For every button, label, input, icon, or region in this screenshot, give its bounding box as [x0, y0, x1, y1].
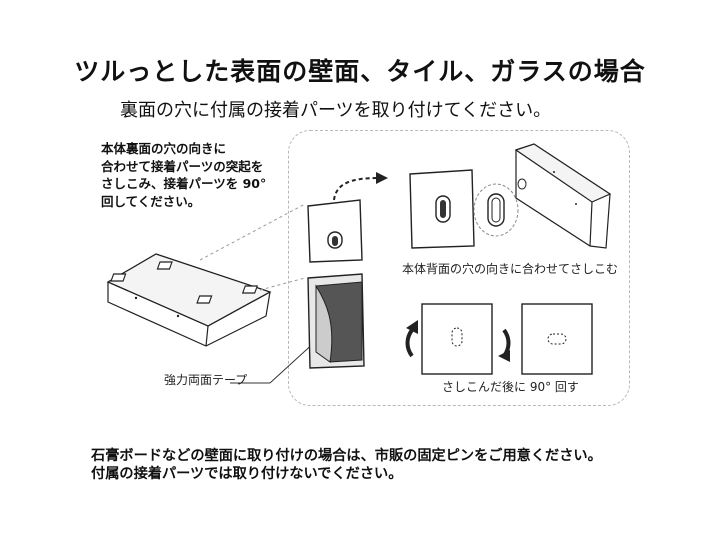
footer-note: 石膏ボードなどの壁面に取り付けの場合は、市販の固定ピンをご用意ください。 付属の… [91, 447, 602, 483]
caption-rotate: さしこんだ後に 90° 回す [442, 380, 579, 394]
page-title: ツルっとした表面の壁面、タイル、ガラスの場合 [74, 57, 646, 86]
instruction-line: 本体裏面の穴の向きに [101, 141, 227, 156]
instruction-line: 合わせて接着パーツの突起を [101, 158, 264, 174]
detail-panel [288, 130, 630, 406]
magnifier-icon [473, 183, 519, 237]
instruction-line: 回してください。 [101, 193, 201, 209]
instruction-line: さしこみ、接着パーツを 90° [101, 176, 267, 191]
subtitle: 裏面の穴に付属の接着パーツを取り付けてください。 [120, 100, 552, 121]
box-side-icon [514, 143, 612, 249]
instruction-text: 本体裏面の穴の向きに 合わせて接着パーツの突起を さしこみ、接着パーツを 90°… [101, 140, 266, 210]
rotate-step-icon [405, 303, 593, 375]
tape-sheet-icon [307, 273, 365, 369]
footer-line: 付属の接着パーツでは取り付けないでください。 [91, 466, 403, 482]
dashed-arrow-icon [333, 172, 388, 201]
caption-tape: 強力両面テープ [164, 373, 248, 387]
plate-with-slot-icon [307, 199, 363, 263]
footer-line: 石膏ボードなどの壁面に取り付けの場合は、市販の固定ピンをご用意ください。 [91, 448, 602, 464]
caption-insert: 本体背面の穴の向きに合わせてさしこむ [402, 262, 619, 276]
box-back-icon [106, 253, 272, 347]
plate-attached-icon [409, 169, 475, 249]
